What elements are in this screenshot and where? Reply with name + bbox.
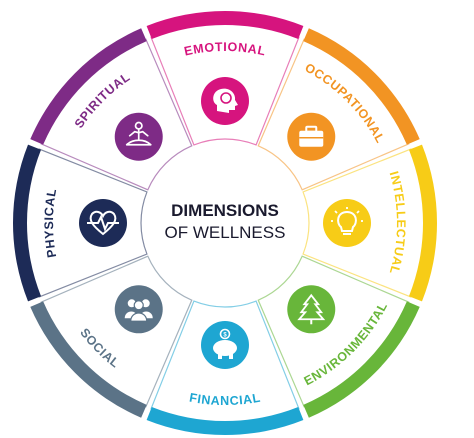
- center-title: DIMENSIONS: [171, 201, 279, 220]
- segment-social: SOCIAL: [30, 255, 193, 418]
- heart-pulse-icon: [79, 199, 127, 247]
- dimension-label-financial: FINANCIAL: [188, 391, 261, 408]
- briefcase-icon: [287, 112, 336, 161]
- segment-intellectual: INTELLECTUAL: [302, 144, 437, 302]
- center-subtitle: OF WELLNESS: [165, 223, 286, 242]
- segment-occupational: OCCUPATIONAL: [257, 28, 420, 191]
- svg-text:$: $: [223, 333, 227, 339]
- segment-rim: [303, 301, 420, 418]
- segment-rim: [408, 144, 437, 302]
- segment-rim: [146, 406, 304, 436]
- center-hub: DIMENSIONS OF WELLNESS: [165, 201, 286, 242]
- segment-rim: [303, 28, 420, 145]
- segment-rim: [30, 301, 147, 418]
- piggy-bank-icon: $: [201, 321, 249, 369]
- head-brain-icon: [201, 77, 249, 125]
- people-group-icon: [114, 285, 163, 334]
- dimension-label-physical: PHYSICAL: [42, 187, 59, 258]
- segment-emotional: EMOTIONAL: [146, 10, 304, 146]
- segment-rim: [30, 28, 147, 145]
- segment-rim: [146, 10, 304, 40]
- segment-spiritual: SPIRITUAL: [30, 28, 193, 191]
- lightbulb-icon: [323, 199, 371, 247]
- meditation-icon: [114, 112, 163, 161]
- segment-financial: FINANCIAL $: [146, 300, 304, 436]
- tree-icon: [287, 285, 336, 334]
- segment-rim: [13, 144, 42, 302]
- segment-physical: PHYSICAL: [13, 144, 148, 302]
- wheel-segments: EMOTIONALOCCUPATIONALINTELLECTUALENVIRON…: [13, 10, 437, 436]
